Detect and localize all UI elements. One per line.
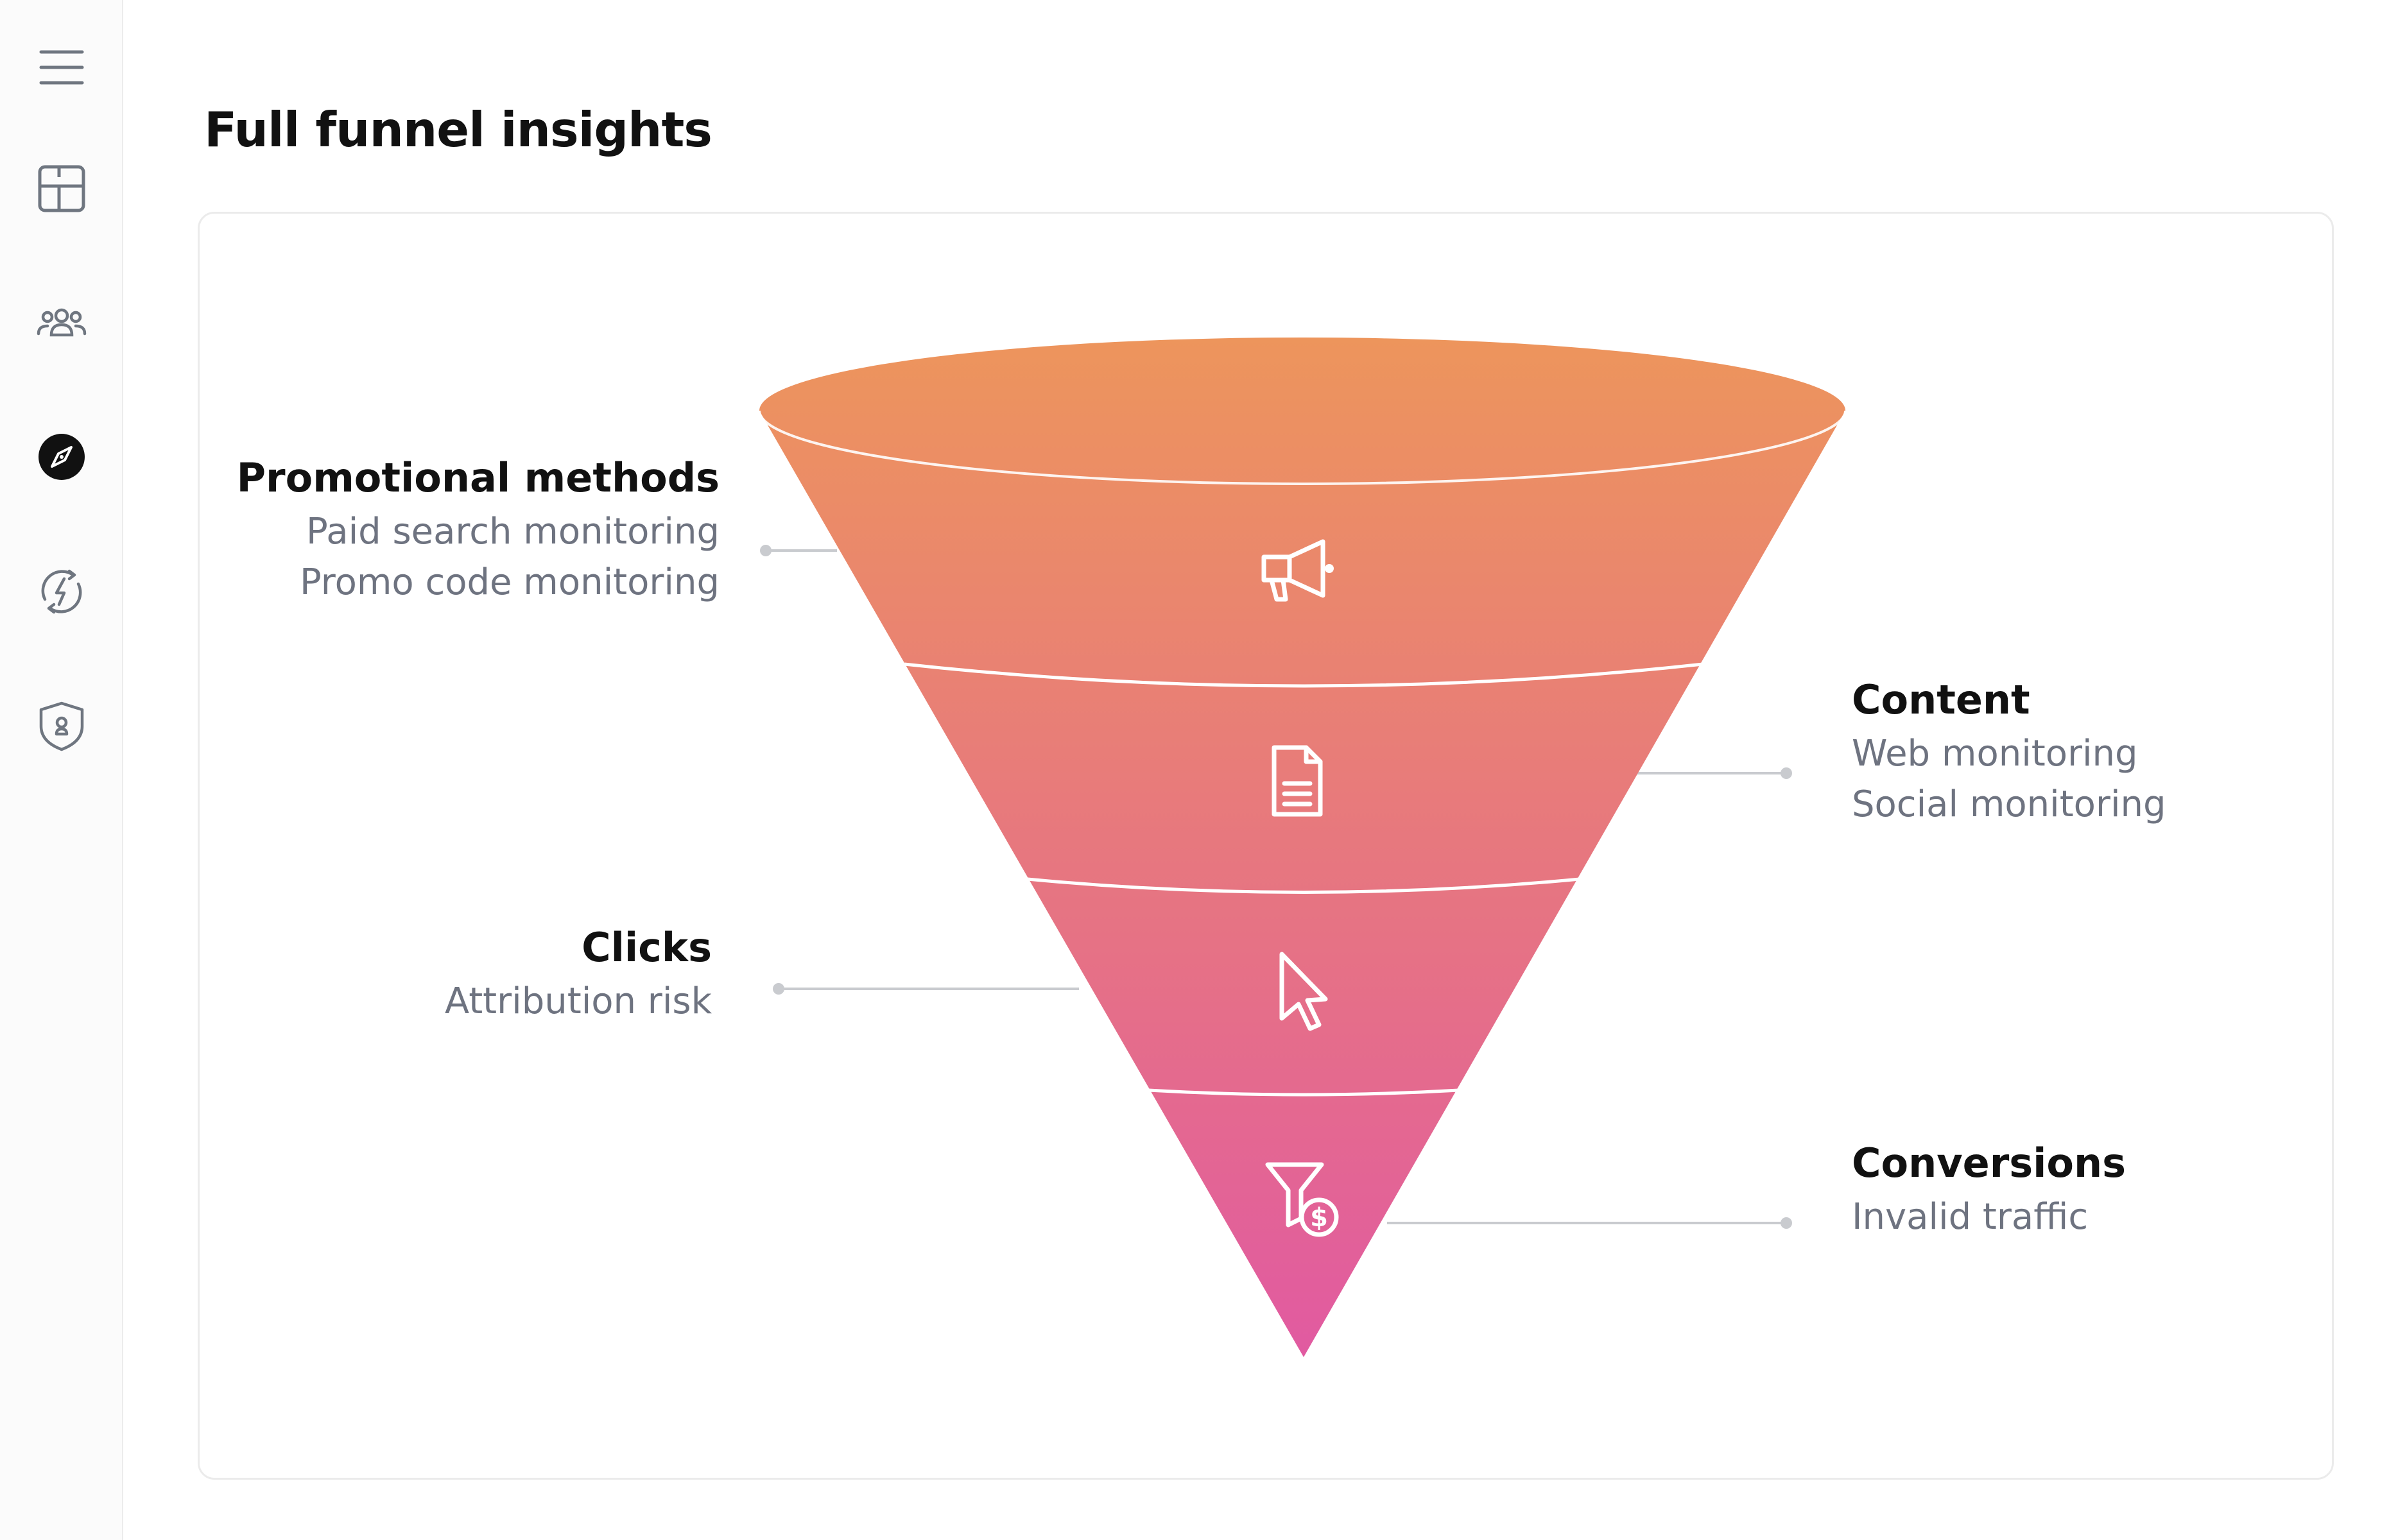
- stage-clicks: Clicks Attribution risk: [224, 920, 712, 1027]
- separator-2: [1027, 877, 1580, 894]
- stage-item: Invalid traffic: [1852, 1196, 2089, 1238]
- stage-title: Clicks: [582, 924, 712, 971]
- connector-conversions: [1387, 1217, 1792, 1229]
- stage-content: Content Web monitoring Social monitoring: [1852, 672, 2340, 830]
- sidebar-item-menu[interactable]: [23, 29, 100, 106]
- svg-text:$: $: [1310, 1203, 1328, 1233]
- funnel-card: $ Promotional methods Paid search monito…: [198, 212, 2334, 1480]
- lightning-refresh-icon: [41, 569, 82, 614]
- stage-conversions: Conversions Invalid traffic: [1852, 1135, 2340, 1242]
- separator-1: [904, 662, 1704, 688]
- cursor-icon: [1279, 952, 1328, 1031]
- connector-promotional: [760, 545, 837, 556]
- document-icon: [1272, 745, 1323, 817]
- page-title: Full funnel insights: [204, 101, 712, 158]
- stage-item: Attribution risk: [444, 980, 712, 1022]
- sidebar-item-dashboard[interactable]: [23, 150, 100, 227]
- stage-title: Promotional methods: [236, 454, 720, 501]
- sidebar-item-compass[interactable]: [23, 418, 100, 495]
- separator-3: [1148, 1088, 1460, 1097]
- sidebar-item-security[interactable]: [23, 688, 100, 765]
- sidebar-item-users[interactable]: [23, 284, 100, 361]
- megaphone-icon: [1261, 539, 1334, 602]
- users-icon: [37, 308, 87, 337]
- compass-icon: [39, 434, 85, 480]
- stage-title: Content: [1852, 676, 2030, 723]
- funnel-rim: [758, 410, 1847, 485]
- stage-title: Conversions: [1852, 1140, 2127, 1186]
- stage-item: Web monitoring: [1852, 733, 2138, 774]
- funnel-dollar-icon: $: [1265, 1162, 1339, 1237]
- dashboard-icon: [38, 165, 85, 212]
- stage-item: Social monitoring: [1852, 783, 2166, 825]
- shield-lock-icon: [39, 701, 84, 751]
- connector-content: [1628, 767, 1792, 779]
- sidebar-item-lightning[interactable]: [23, 553, 100, 630]
- stage-promotional: Promotional methods Paid search monitori…: [232, 450, 720, 608]
- menu-icon: [39, 50, 84, 85]
- sidebar: [0, 0, 123, 1540]
- stage-item: Paid search monitoring: [306, 511, 720, 552]
- funnel-chart: $: [758, 338, 1847, 1357]
- connector-clicks: [773, 983, 1079, 995]
- stage-item: Promo code monitoring: [299, 561, 720, 603]
- funnel-cone: [759, 338, 1845, 1357]
